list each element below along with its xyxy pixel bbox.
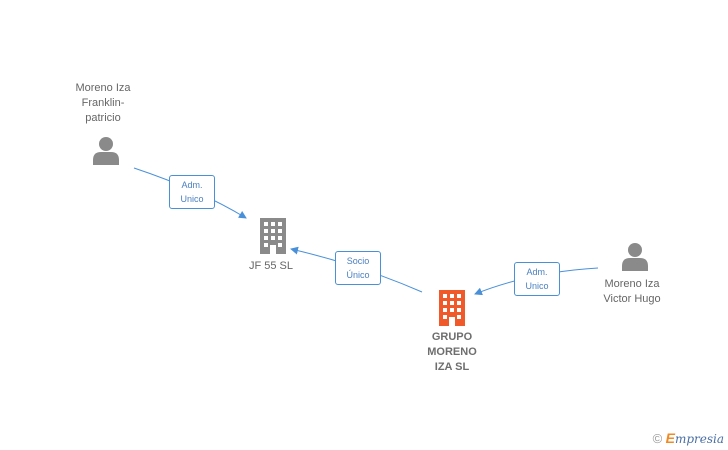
- edge-label-socio[interactable]: Socio Único: [335, 251, 381, 285]
- building-icon[interactable]: [437, 290, 467, 326]
- person-right-label[interactable]: Moreno Iza Victor Hugo: [603, 278, 661, 305]
- company-jf-label[interactable]: JF 55 SL: [248, 260, 294, 272]
- person-top-label[interactable]: Moreno Iza Franklin- patricio: [75, 82, 131, 124]
- edge-label-adm-top[interactable]: Adm. Unico: [169, 175, 215, 209]
- company-grupo-label[interactable]: GRUPO MORENO IZA SL: [427, 331, 477, 373]
- building-icon[interactable]: [258, 218, 288, 254]
- brand-name: mpresia: [674, 432, 724, 446]
- copyright-symbol: ©: [652, 431, 663, 446]
- person-icon[interactable]: [620, 242, 650, 272]
- brand-e: E: [665, 430, 675, 446]
- person-icon[interactable]: [91, 136, 121, 166]
- empresia-logo: © Empresia: [653, 430, 724, 446]
- edge-label-adm-right[interactable]: Adm. Unico: [514, 262, 560, 296]
